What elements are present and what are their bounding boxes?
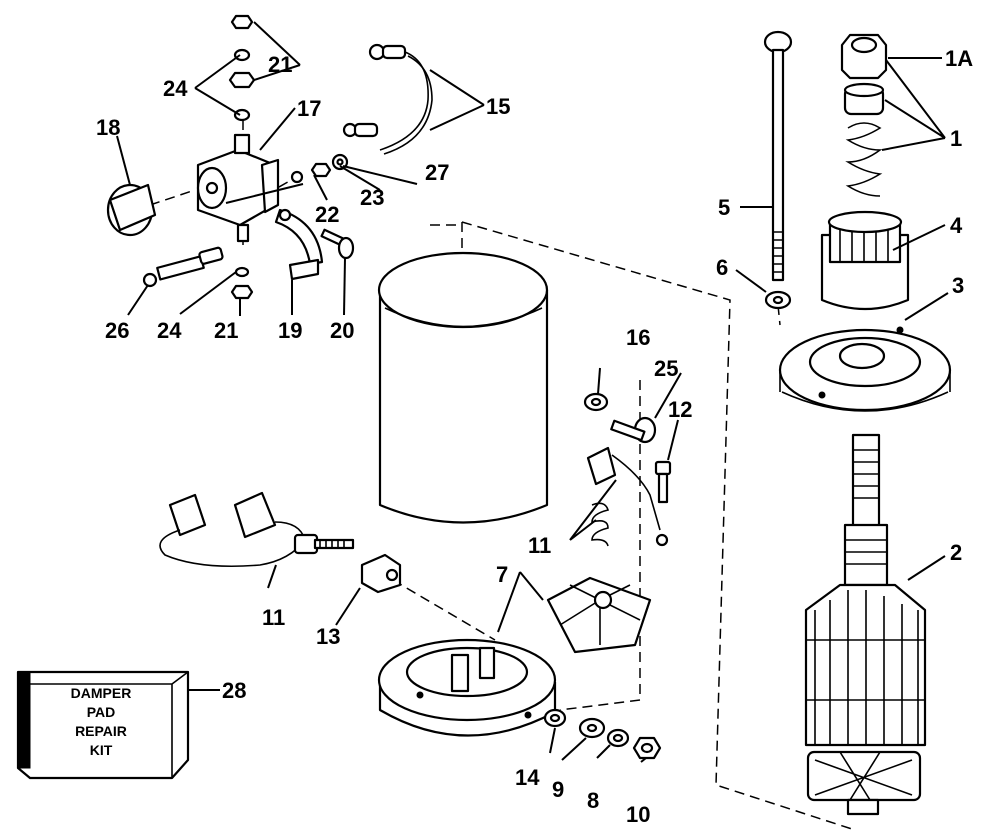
end-housing <box>377 638 557 737</box>
callout-21-bottom: 21 <box>214 318 238 343</box>
callout-25: 25 <box>654 356 678 381</box>
through-bolt <box>763 30 793 282</box>
kit-line-1: DAMPER <box>71 685 132 701</box>
kit-line-2: PAD <box>87 704 116 720</box>
kit-line-3: REPAIR <box>75 723 127 739</box>
callout-12: 12 <box>668 397 692 422</box>
lead-wire-26 <box>142 246 224 288</box>
armature <box>804 433 927 816</box>
callout-26: 26 <box>105 318 129 343</box>
callout-5: 5 <box>718 195 730 220</box>
screw-20 <box>320 228 355 260</box>
callout-11-lead: 11 <box>262 605 285 630</box>
cable-15 <box>342 43 433 155</box>
callout-24-top: 24 <box>163 76 188 101</box>
callout-24-bottom: 24 <box>157 318 182 343</box>
callout-1: 1 <box>950 126 962 151</box>
pinion-drive <box>820 210 910 311</box>
washer-6 <box>764 290 792 310</box>
callout-14: 14 <box>515 765 540 790</box>
callout-19: 19 <box>278 318 302 343</box>
washers-and-nut <box>543 708 662 760</box>
damper-pad-repair-kit-box: DAMPER PAD REPAIR KIT <box>16 670 190 780</box>
end-cap <box>778 326 952 412</box>
callout-10: 10 <box>626 802 650 827</box>
motor-frame <box>377 251 549 524</box>
callout-4: 4 <box>950 213 963 238</box>
solenoid-nuts-washers <box>228 14 256 300</box>
callout-18: 18 <box>96 115 120 140</box>
callout-labels: 1A 1 2 3 4 5 6 7 8 9 10 11 11 12 13 14 1… <box>96 46 973 827</box>
callout-17: 17 <box>297 96 321 121</box>
callout-16: 16 <box>626 325 650 350</box>
brush-and-spring <box>586 446 669 547</box>
callout-28: 28 <box>222 678 246 703</box>
brush-holder-plate <box>546 576 652 654</box>
callout-6: 6 <box>716 255 728 280</box>
callout-27: 27 <box>425 160 449 185</box>
callout-21-top: 21 <box>268 52 292 77</box>
solenoid <box>196 133 280 243</box>
small-washers-22-23-27 <box>290 153 349 184</box>
callout-20: 20 <box>330 318 354 343</box>
callout-1a: 1A <box>945 46 973 71</box>
callout-3: 3 <box>952 273 964 298</box>
screws-and-washer <box>583 392 672 504</box>
callout-22: 22 <box>315 202 339 227</box>
leader-lines <box>116 21 949 763</box>
callout-8: 8 <box>587 788 599 813</box>
brush-set-lead <box>159 491 355 567</box>
callout-2: 2 <box>950 540 962 565</box>
kit-line-4: KIT <box>90 742 113 758</box>
drive-nut-spacer-spring <box>840 33 888 197</box>
callout-11-brush: 11 <box>528 533 551 558</box>
solenoid-boot <box>106 183 157 237</box>
terminal-block <box>360 553 402 594</box>
callout-9: 9 <box>552 777 564 802</box>
callout-7: 7 <box>496 562 508 587</box>
callout-15: 15 <box>486 94 510 119</box>
callout-13: 13 <box>316 624 340 649</box>
callout-23: 23 <box>360 185 384 210</box>
mounting-bracket <box>274 208 324 281</box>
